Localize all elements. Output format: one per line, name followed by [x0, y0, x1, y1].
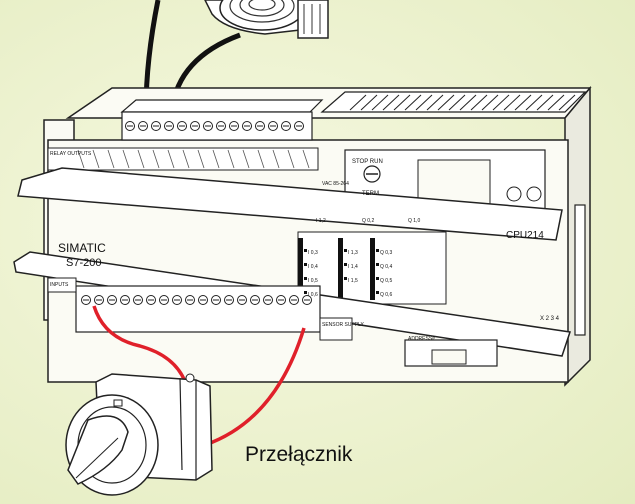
led-label: I 1,4 — [348, 264, 358, 270]
sensor-supply-label: SENSOR SUPPLY — [322, 322, 365, 328]
led-indicator — [344, 277, 347, 280]
led-label: Q 0,3 — [380, 250, 392, 256]
led-panel — [297, 231, 447, 305]
address-label: ADDRESS# — [408, 336, 435, 342]
red-wire-1 — [92, 305, 188, 385]
output-label-strip — [47, 147, 319, 171]
led-indicator — [344, 263, 347, 266]
led-label: I 0,5 — [308, 278, 318, 284]
port-label: X 2 3 4 — [540, 316, 560, 322]
led-indicator — [304, 263, 307, 266]
led-label: I 0,3 — [308, 250, 318, 256]
led-indicator — [304, 249, 307, 252]
led-label: Q 0,5 — [380, 278, 392, 284]
led-label: I 1,2 — [316, 218, 326, 224]
led-label: Q 0,6 — [380, 292, 392, 298]
led-indicator — [376, 249, 379, 252]
input-terminals — [47, 277, 353, 341]
led-label: Q 0,4 — [380, 264, 392, 270]
relay-outputs-label: RELAY OUTPUTS — [50, 151, 92, 157]
switch-label: Przełącznik — [245, 443, 353, 466]
led-indicator — [376, 277, 379, 280]
led-label: I 0,4 — [308, 264, 318, 270]
top-cover — [17, 167, 563, 241]
selector-switch — [65, 373, 213, 496]
red-wire-2 — [204, 327, 306, 447]
led-indicator — [304, 277, 307, 280]
address-connector — [404, 339, 498, 367]
stop-run-label: STOP RUN — [352, 159, 383, 165]
led-label: I 1,5 — [348, 278, 358, 284]
sensor-device — [204, 0, 329, 39]
led-label: Q 0,2 — [362, 218, 374, 224]
led-label: I 0,6 — [308, 292, 318, 298]
led-indicator — [376, 263, 379, 266]
vac-label: VAC 85-264 — [322, 181, 349, 187]
inputs-label: INPUTS — [50, 282, 69, 288]
model-label: S7-200 — [66, 257, 101, 269]
brand-label: SIMATIC — [58, 241, 106, 255]
led-indicator — [344, 249, 347, 252]
term-label: TERM — [362, 191, 379, 197]
cpu-label: CPU214 — [506, 230, 544, 241]
led-indicator — [304, 291, 307, 294]
led-indicator — [376, 291, 379, 294]
led-label: I 1,3 — [348, 250, 358, 256]
led-label: Q 1,0 — [408, 218, 420, 224]
